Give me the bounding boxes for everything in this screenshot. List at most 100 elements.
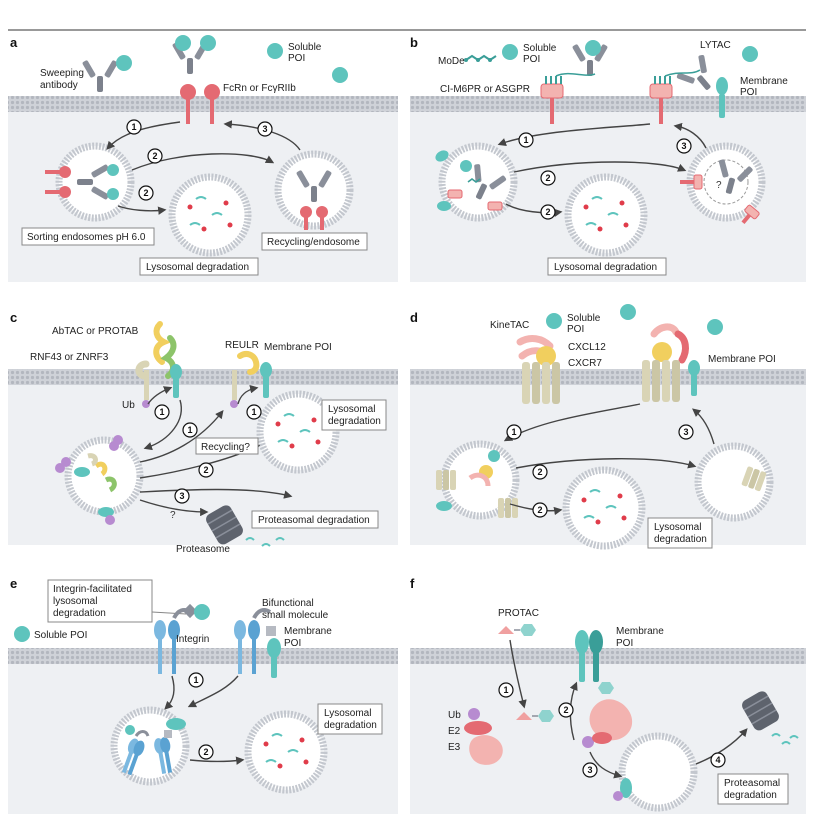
membrane-poi-b-icon bbox=[716, 77, 728, 118]
arrow-b1 bbox=[497, 123, 651, 147]
ci-m6pr-receptor-icon bbox=[540, 76, 564, 124]
integrin-ligand-icon bbox=[172, 603, 210, 620]
step-a2b: 2 bbox=[143, 188, 148, 198]
step-c3: 3 bbox=[179, 491, 184, 501]
endosome-cargo-icon bbox=[613, 778, 632, 801]
arrow-d3 bbox=[692, 408, 715, 445]
step-f2: 2 bbox=[563, 705, 568, 715]
label-ub-c: Ub bbox=[122, 400, 135, 411]
step-e1: 1 bbox=[193, 675, 198, 685]
label-abtac: AbTAC or PROTAB bbox=[52, 326, 139, 337]
mode-molecule-icon bbox=[464, 54, 497, 62]
arrow-b2-top bbox=[513, 161, 687, 173]
step-f4: 4 bbox=[715, 755, 720, 765]
endosome-c bbox=[55, 435, 140, 525]
step-f3: 3 bbox=[587, 765, 592, 775]
membrane-a bbox=[8, 96, 398, 112]
membrane-f bbox=[410, 648, 806, 664]
panel-letter-c: c bbox=[10, 310, 17, 325]
step-b2: 2 bbox=[545, 173, 550, 183]
endosome-b bbox=[435, 146, 514, 218]
arrow-c1b bbox=[143, 399, 182, 451]
rnf43-receptor-icon bbox=[135, 360, 150, 400]
box-recycling bbox=[261, 232, 368, 251]
step-d2b: 2 bbox=[537, 505, 542, 515]
e2-icon bbox=[464, 721, 492, 735]
membrane-c bbox=[8, 369, 398, 385]
linker-b2 bbox=[664, 69, 701, 77]
panel-letter-e: e bbox=[10, 576, 17, 591]
soluble-poi-icon bbox=[116, 55, 132, 71]
arrow-b2-bottom bbox=[505, 203, 563, 217]
label-proteasomal-c: Proteasomal degradation bbox=[258, 515, 370, 526]
step-e2: 2 bbox=[203, 747, 208, 757]
arrow-e2 bbox=[189, 756, 245, 765]
label-ci-m6pr: CI-M6PR or ASGPR bbox=[440, 84, 530, 95]
lysosome-b bbox=[568, 177, 644, 253]
soluble-poi-icon bbox=[175, 35, 191, 51]
arrow-e1b bbox=[187, 675, 239, 708]
arrow-b3 bbox=[673, 122, 707, 149]
step-a2: 2 bbox=[152, 151, 157, 161]
step-c1: 1 bbox=[159, 407, 164, 417]
label-recycling: Recycling/endosome bbox=[267, 237, 360, 248]
label-mode: MoDe bbox=[438, 56, 465, 67]
protac-bound-icon bbox=[598, 682, 614, 694]
arrow-f1 bbox=[509, 639, 527, 709]
label-membrane-poi-d: Membrane POI bbox=[708, 354, 776, 365]
box-lysosomal-a bbox=[139, 257, 259, 276]
soluble-poi-icon bbox=[546, 313, 562, 329]
soluble-poi-icon bbox=[742, 46, 758, 62]
label-e3: E3 bbox=[448, 742, 461, 753]
question-mark: ? bbox=[716, 180, 722, 191]
bifunctional-integrin-icon bbox=[234, 608, 276, 674]
arrow-c1c bbox=[237, 385, 259, 405]
ci-m6pr-receptor-icon bbox=[649, 76, 673, 124]
proteasome-c-icon bbox=[206, 505, 285, 547]
label-lysosomal-a: Lysosomal degradation bbox=[146, 262, 249, 273]
label-fcrn: FcRn or FcγRIIb bbox=[223, 83, 296, 94]
step-b2b: 2 bbox=[545, 207, 550, 217]
sweeping-antibody-icon bbox=[81, 59, 119, 92]
label-protac: PROTAC bbox=[498, 608, 539, 619]
soluble-poi-icon bbox=[14, 626, 30, 642]
box-proteasomal-f bbox=[717, 773, 789, 805]
membrane-b bbox=[410, 96, 806, 112]
box-sorting bbox=[21, 227, 155, 246]
recycling-endosome bbox=[278, 154, 350, 230]
label-sorting: Sorting endosomes pH 6.0 bbox=[27, 232, 146, 243]
arrow-c3 bbox=[139, 488, 293, 499]
soluble-poi-icon bbox=[332, 67, 348, 83]
kinetac-complex-icon bbox=[516, 335, 560, 404]
lysosome-c bbox=[260, 394, 336, 470]
proteasome-f-icon bbox=[742, 691, 799, 745]
question-mark-c: ? bbox=[170, 510, 176, 521]
arrow-a2-top bbox=[131, 153, 275, 171]
arrow-e1a bbox=[164, 675, 175, 710]
label-soluble-poi-e: Soluble POI bbox=[34, 630, 87, 641]
soluble-poi-icon bbox=[200, 35, 216, 51]
step-f1: 1 bbox=[503, 685, 508, 695]
lysosome-e bbox=[248, 714, 324, 790]
box-lysosomal-c bbox=[321, 399, 387, 431]
step-a3: 3 bbox=[262, 124, 267, 134]
box-lysosomal-d bbox=[647, 517, 713, 549]
kinetac-complex-icon bbox=[642, 323, 689, 402]
protac-icon bbox=[498, 624, 536, 636]
box-recycling-c bbox=[195, 437, 259, 455]
panel-letter-a: a bbox=[10, 35, 18, 50]
step-b3: 3 bbox=[681, 141, 686, 151]
panel-letter-b: b bbox=[410, 35, 418, 50]
endosome-d bbox=[436, 444, 518, 518]
